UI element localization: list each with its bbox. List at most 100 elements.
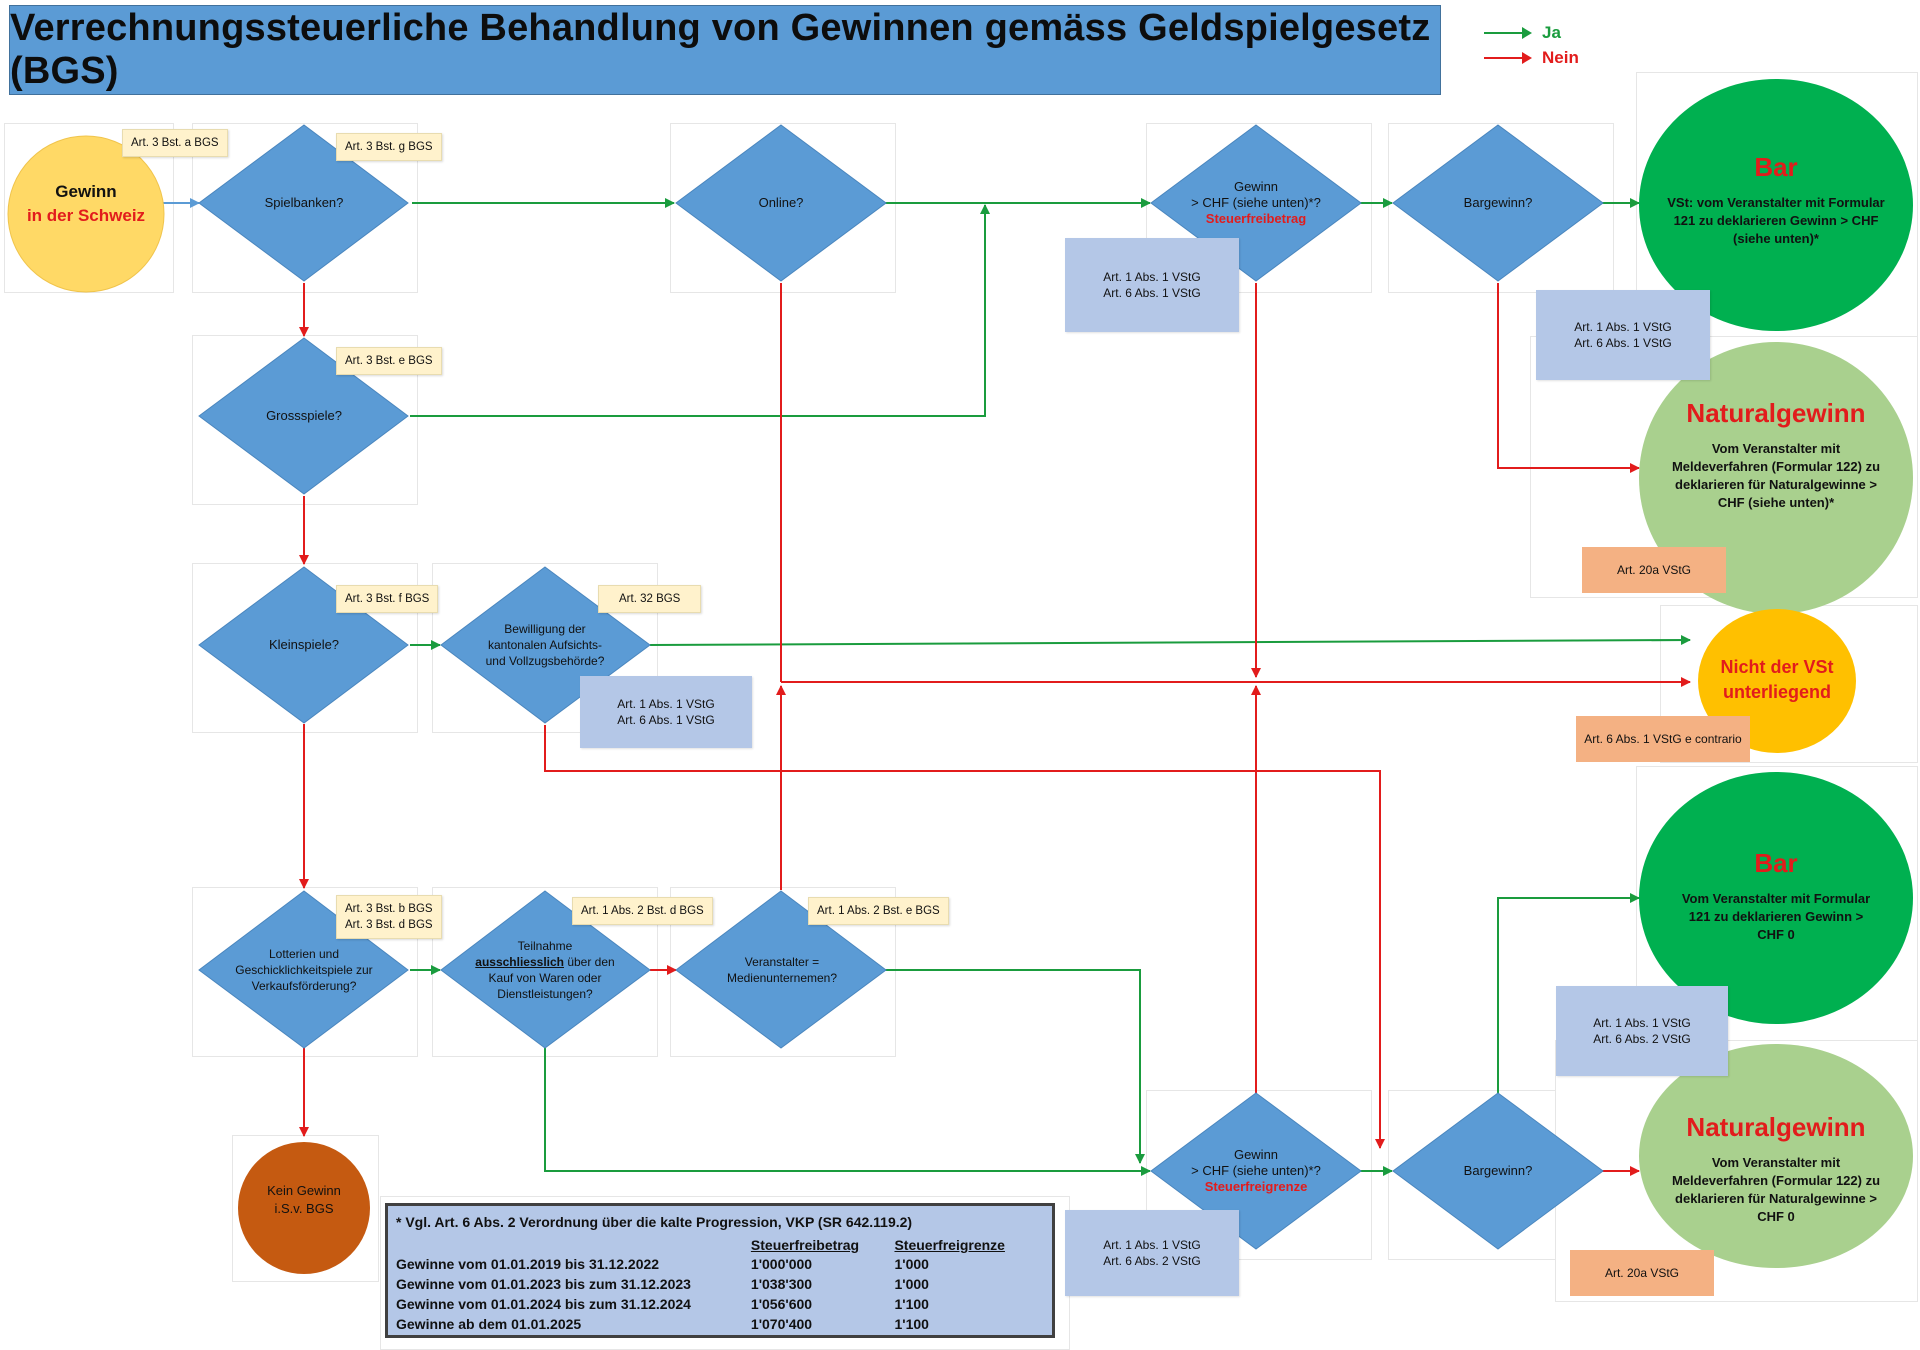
start-line2: in der Schweiz <box>26 206 146 225</box>
ref-gewinn-bottom-line1: Art. 1 Abs. 1 VStG <box>1103 1238 1201 1252</box>
note-period: Gewinne vom 01.01.2023 bis zum 31.12.202… <box>396 1276 691 1292</box>
label-bargewinn-bottom: Bargewinn? <box>1463 1163 1533 1178</box>
edge-bewilligung-nicht <box>649 635 1691 646</box>
nicht-line1: Nicht der VSt <box>1720 657 1834 677</box>
natural-bottom-head: Naturalgewinn <box>1686 1112 1866 1142</box>
label-gewinn-bottom-line3: Steuerfreigrenze <box>1204 1179 1308 1194</box>
diamond-lotterien <box>198 890 409 1049</box>
ref-natural-bottom: Art. 20a VStG <box>1570 1250 1714 1296</box>
note-row: Gewinne vom 01.01.2023 bis zum 31.12.202… <box>396 1274 1044 1294</box>
outcome-circles <box>7 79 1913 1274</box>
ref-gewinn-top-line1: Art. 1 Abs. 1 VStG <box>1103 270 1201 284</box>
ref-bewilligung: Art. 1 Abs. 1 VStG Art. 6 Abs. 1 VStG <box>580 676 752 748</box>
decision-diamonds <box>198 124 1604 1250</box>
tag-kleinspiele: Art. 3 Bst. f BGS <box>336 585 439 613</box>
ref-gewinn-bottom: Art. 1 Abs. 1 VStG Art. 6 Abs. 2 VStG <box>1065 1210 1239 1296</box>
tag-lotterien: Art. 3 Bst. b BGS Art. 3 Bst. d BGS <box>336 895 442 939</box>
edge-grossspiele-online <box>410 204 990 417</box>
label-teilnahme-post: über den Kauf von Waren oder Dienstleist… <box>488 955 615 1001</box>
ref-bargewinn-bottom-line1: Art. 1 Abs. 1 VStG <box>1593 1016 1691 1030</box>
circle-bar-top <box>1639 79 1913 331</box>
natural-bottom-text: Naturalgewinn Vom Veranstalter mit Melde… <box>1664 1110 1888 1226</box>
edge-bargewinn-top-natural <box>1497 283 1640 473</box>
diamond-bargewinn-top <box>1392 124 1604 282</box>
label-online: Online? <box>758 195 804 210</box>
threshold-note: * Vgl. Art. 6 Abs. 2 Verordnung über die… <box>385 1203 1055 1338</box>
label-teilnahme-emph: ausschliesslich <box>475 955 564 969</box>
edge-teilnahme-gewinn-bottom <box>544 1045 1151 1176</box>
legend-yes-arrow-icon <box>1484 26 1532 39</box>
note-row: Gewinne ab dem 01.01.2025 1'070'400 1'10… <box>396 1314 1044 1334</box>
natural-top-text: Naturalgewinn Vom Veranstalter mit Melde… <box>1664 396 1888 512</box>
note-freibetrag: 1'070'400 <box>750 1316 813 1332</box>
nicht-line2: unterliegend <box>1722 682 1831 702</box>
natural-top-head: Naturalgewinn <box>1686 398 1866 428</box>
note-heading: * Vgl. Art. 6 Abs. 2 Verordnung über die… <box>396 1214 913 1230</box>
label-spielbanken: Spielbanken? <box>264 195 344 210</box>
diamond-teilnahme <box>440 890 651 1049</box>
tag-grossspiele: Art. 3 Bst. e BGS <box>336 347 442 375</box>
ref-bargewinn-top: Art. 1 Abs. 1 VStG Art. 6 Abs. 1 VStG <box>1536 290 1710 380</box>
tag-start: Art. 3 Bst. a BGS <box>122 129 228 157</box>
ref-bewilligung-line1: Art. 1 Abs. 1 VStG <box>617 697 715 711</box>
page-title: Verrechnungssteuerliche Behandlung von G… <box>10 7 1431 92</box>
kein-line1: Kein Gewinn <box>267 1183 341 1198</box>
legend-yes: Ja <box>1484 20 1579 45</box>
diamond-grossspiele <box>198 337 409 495</box>
diamond-spielbanken <box>198 124 409 282</box>
note-header-row: Steuerfreibetrag Steuerfreigrenze <box>396 1236 1044 1254</box>
label-medien: Veranstalter = Medienunternemen? <box>726 955 838 985</box>
ref-bargewinn-top-line1: Art. 1 Abs. 1 VStG <box>1574 320 1672 334</box>
no-connectors <box>299 283 1691 1176</box>
note-freigrenze: 1'100 <box>894 1316 929 1332</box>
bar-bottom-text: Bar Vom Veranstalter mit Formular 121 zu… <box>1664 846 1888 944</box>
legend: Ja Nein <box>1484 20 1579 70</box>
legend-no-arrow-icon <box>1484 51 1532 64</box>
note-col-freibetrag: Steuerfreibetrag <box>750 1237 860 1253</box>
bar-top-text: Bar VSt: vom Veranstalter mit Formular 1… <box>1664 150 1888 248</box>
note-freigrenze: 1'100 <box>894 1296 929 1312</box>
diamond-medien <box>675 890 887 1049</box>
legend-no-label: Nein <box>1542 47 1579 67</box>
tag-bewilligung: Art. 32 BGS <box>598 585 702 613</box>
tag-lotterien-line2: Art. 3 Bst. d BGS <box>345 919 433 931</box>
tag-teilnahme: Art. 1 Abs. 2 Bst. d BGS <box>572 897 713 925</box>
title-banner: Verrechnungssteuerliche Behandlung von G… <box>9 5 1441 95</box>
note-period: Gewinne ab dem 01.01.2025 <box>396 1316 582 1332</box>
natural-top-body: Vom Veranstalter mit Meldeverfahren (For… <box>1671 441 1881 510</box>
label-bargewinn-top: Bargewinn? <box>1463 195 1533 210</box>
nicht-text: Nicht der VSt unterliegend <box>1702 655 1852 705</box>
diamond-bewilligung <box>440 566 651 724</box>
circle-bar-bottom <box>1639 772 1913 1024</box>
label-gewinn-top-line2: > CHF (siehe unten)*? <box>1191 195 1321 210</box>
label-gewinn-top-line1: Gewinn <box>1233 179 1279 194</box>
note-freigrenze: 1'000 <box>894 1256 929 1272</box>
circle-natural-top <box>1639 342 1913 614</box>
label-kleinspiele: Kleinspiele? <box>268 637 340 652</box>
ref-gewinn-top-line2: Art. 6 Abs. 1 VStG <box>1103 286 1201 300</box>
tag-medien: Art. 1 Abs. 2 Bst. e BGS <box>808 897 949 925</box>
ref-bargewinn-top-line2: Art. 6 Abs. 1 VStG <box>1574 336 1672 350</box>
edge-bargewinn-bar-bottom <box>1497 893 1640 1094</box>
label-gewinn-bottom-line2: > CHF (siehe unten)*? <box>1191 1163 1321 1178</box>
diamond-bargewinn-bottom <box>1392 1092 1604 1250</box>
ref-bargewinn-bottom: Art. 1 Abs. 1 VStG Art. 6 Abs. 2 VStG <box>1556 986 1728 1076</box>
start-line1: Gewinn <box>55 182 117 201</box>
bar-bottom-body: Vom Veranstalter mit Formular 121 zu dek… <box>1681 891 1871 942</box>
ref-natural-top: Art. 20a VStG <box>1582 547 1726 593</box>
kein-text: Kein Gewinn i.S.v. BGS <box>248 1182 360 1218</box>
legend-no: Nein <box>1484 45 1579 70</box>
note-period: Gewinne vom 01.01.2019 bis 31.12.2022 <box>396 1256 660 1272</box>
yes-connectors <box>410 198 1691 1176</box>
circle-kein <box>238 1142 370 1274</box>
label-grossspiele: Grossspiele? <box>266 408 342 423</box>
label-bewilligung: Bewilligung der kantonalen Aufsichts- un… <box>485 622 605 668</box>
bar-top-head: Bar <box>1754 152 1798 182</box>
edge-medien-gewinn-bottom <box>884 969 1145 1164</box>
note-freibetrag: 1'038'300 <box>750 1276 813 1292</box>
note-row: Gewinne vom 01.01.2024 bis zum 31.12.202… <box>396 1294 1044 1314</box>
tag-spielbanken: Art. 3 Bst. g BGS <box>336 133 442 161</box>
bar-bottom-head: Bar <box>1754 848 1798 878</box>
tag-lotterien-line1: Art. 3 Bst. b BGS <box>345 903 433 915</box>
